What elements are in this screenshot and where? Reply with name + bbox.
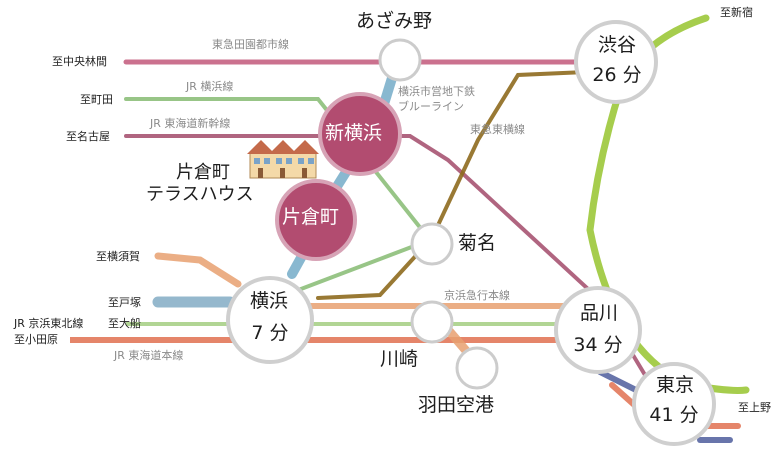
property-name-line1: 片倉町	[176, 162, 230, 183]
label-tokyu-toyoko: 東急東横線	[470, 123, 525, 136]
station-shibuya-name: 渋谷	[598, 34, 637, 56]
dest-nagoya: 至名古屋	[66, 130, 110, 143]
station-kikuna-marker	[410, 222, 454, 266]
station-haneda-marker	[455, 346, 499, 390]
station-yokohama-marker	[226, 276, 314, 364]
station-kawasaki-marker	[410, 300, 454, 344]
label-tokaido-shinkansen: JR 東海道新幹線	[150, 117, 231, 130]
station-tokyo-name: 東京	[656, 374, 695, 396]
station-azamino-marker	[378, 38, 422, 82]
dest-shinjuku: 至新宿	[720, 6, 753, 19]
station-kikuna-name: 菊名	[458, 232, 497, 254]
line-tokyo-1	[597, 369, 643, 395]
station-yokohama-minutes: 7 分	[251, 322, 289, 344]
dest-ueno: 至上野	[738, 401, 771, 414]
dest-yokosuka: 至横須賀	[96, 250, 140, 263]
station-katakuramachi-marker	[275, 179, 357, 261]
label-keikyu: 京浜急行本線	[444, 289, 510, 302]
label-blue-line-2: ブルーライン	[398, 100, 464, 113]
station-tokyo-marker	[632, 362, 716, 446]
station-kawasaki-name: 川崎	[380, 348, 419, 370]
label-tokaido-main: JR 東海道本線	[114, 349, 184, 362]
station-tokyo-minutes: 41 分	[649, 404, 699, 426]
station-shin-yokohama-marker	[318, 92, 402, 176]
dest-chuo-rinkan: 至中央林間	[52, 55, 107, 68]
station-katakuramachi-name: 片倉町	[282, 206, 340, 228]
station-shibuya-marker	[574, 20, 658, 104]
line-tokyu-toyoko	[316, 70, 588, 300]
label-den-en-toshi: 東急田園都市線	[212, 38, 289, 51]
dest-keihin-tohoku: JR 京浜東北線	[14, 317, 84, 330]
station-shinagawa-marker	[554, 286, 642, 374]
station-shinagawa-minutes: 34 分	[573, 334, 623, 356]
station-azamino-name: あざみ野	[356, 10, 433, 32]
dest-machida: 至町田	[80, 93, 113, 106]
label-jr-yokohama: JR 横浜線	[186, 80, 234, 93]
property-name-line2: テラスハウス	[146, 184, 254, 205]
station-haneda-name: 羽田空港	[418, 394, 495, 416]
house-icon	[247, 140, 319, 179]
dest-odawara: 至小田原	[14, 333, 58, 346]
label-blue-line-1: 横浜市営地下鉄	[398, 85, 475, 98]
line-keikyu-yokosuka	[154, 252, 242, 288]
line-blue-line-1	[379, 73, 397, 109]
station-yokohama-name: 横浜	[250, 290, 289, 312]
line-blue-line-3	[287, 251, 307, 279]
station-shibuya-minutes: 26 分	[592, 64, 642, 86]
station-shin-yokohama-name: 新横浜	[325, 122, 383, 144]
station-shinagawa-name: 品川	[580, 302, 619, 324]
dest-ofuna: 至大船	[108, 317, 141, 330]
dest-totsuka: 至戸塚	[108, 296, 141, 309]
